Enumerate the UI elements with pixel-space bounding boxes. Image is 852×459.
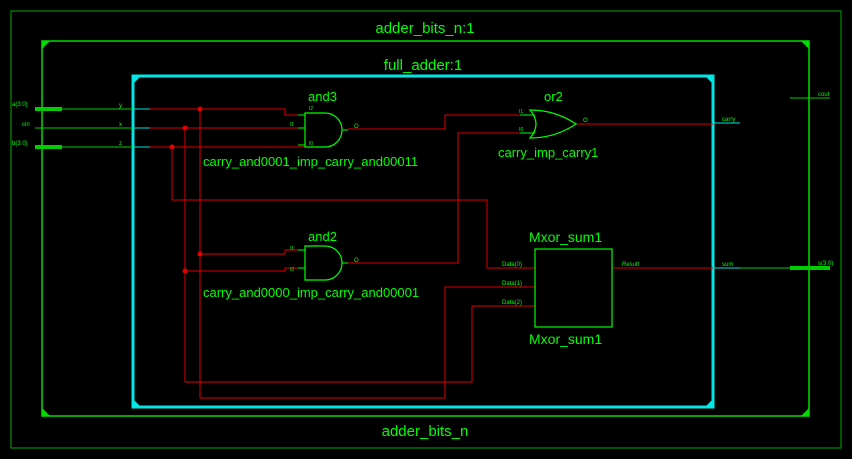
top-module-box[interactable]: [41, 40, 810, 417]
port-label-cout: cout: [818, 92, 830, 98]
inner-port-sum: sum: [722, 262, 733, 268]
inner-module-title: full_adder:1: [384, 57, 462, 74]
or2-instance-label: carry_imp_carry1: [498, 145, 598, 160]
port-label-s: s(3:0): [818, 261, 833, 267]
and3-pin-o: O: [354, 124, 359, 130]
inner-port-x: x: [119, 122, 122, 128]
and2-pin-o: O: [354, 258, 359, 264]
corner-marker: [133, 76, 141, 84]
and2-pin-i1: I1: [290, 246, 294, 252]
xor-block[interactable]: [534, 248, 613, 328]
outer-border: [10, 10, 842, 449]
and3-pin-i1: I1: [290, 122, 294, 128]
and3-type-label: and3: [308, 89, 337, 104]
and2-gate[interactable]: [298, 245, 348, 281]
junction-dot: [169, 144, 175, 150]
corner-marker: [133, 399, 141, 407]
and2-instance-label: carry_and0000_imp_carry_and00001: [203, 285, 419, 300]
port-label-b: b(3:0): [12, 141, 28, 147]
and3-gate[interactable]: [298, 112, 348, 148]
and3-pin-i2: I2: [309, 106, 313, 112]
corner-marker: [42, 408, 50, 416]
xor-pin-data0: Data(0): [502, 262, 522, 268]
xor-instance-label: Mxor_sum1: [529, 331, 602, 347]
junction-dot: [197, 251, 203, 257]
nets: [150, 108, 713, 399]
or2-pin-i0: I0: [519, 127, 523, 133]
xor-pin-result: Result: [622, 262, 639, 268]
junction-dot: [182, 125, 188, 131]
port-label-a: a(3:0): [12, 102, 28, 108]
and3-pin-i0: I0: [309, 141, 313, 147]
junction-dot: [182, 268, 188, 274]
corner-marker: [801, 408, 809, 416]
or2-pin-o: O: [583, 118, 588, 124]
xor-pin-data2: Data(2): [502, 300, 522, 306]
and2-type-label: and2: [308, 229, 337, 244]
or2-type-label: or2: [544, 89, 563, 104]
full-adder-box[interactable]: [131, 74, 715, 409]
junction-dot: [197, 106, 203, 112]
corner-marker: [705, 76, 713, 84]
inner-port-z: z: [119, 141, 122, 147]
inner-port-y: y: [119, 103, 122, 109]
and3-instance-label: carry_and0001_imp_carry_and00011: [203, 154, 418, 169]
outer-module-title: adder_bits_n:1: [375, 20, 474, 37]
corner-marker: [42, 41, 50, 49]
inner-port-carry: carry: [722, 117, 735, 123]
or2-gate[interactable]: [520, 109, 578, 139]
outer-module-footer: adder_bits_n: [382, 423, 469, 440]
and2-pin-i0: I0: [290, 267, 294, 273]
corner-marker: [801, 41, 809, 49]
port-label-cin: cin: [22, 122, 30, 128]
corner-marker: [705, 399, 713, 407]
or2-pin-i1: I1: [519, 109, 523, 115]
xor-pin-data1: Data(1): [502, 281, 522, 287]
xor-type-label: Mxor_sum1: [529, 229, 602, 245]
